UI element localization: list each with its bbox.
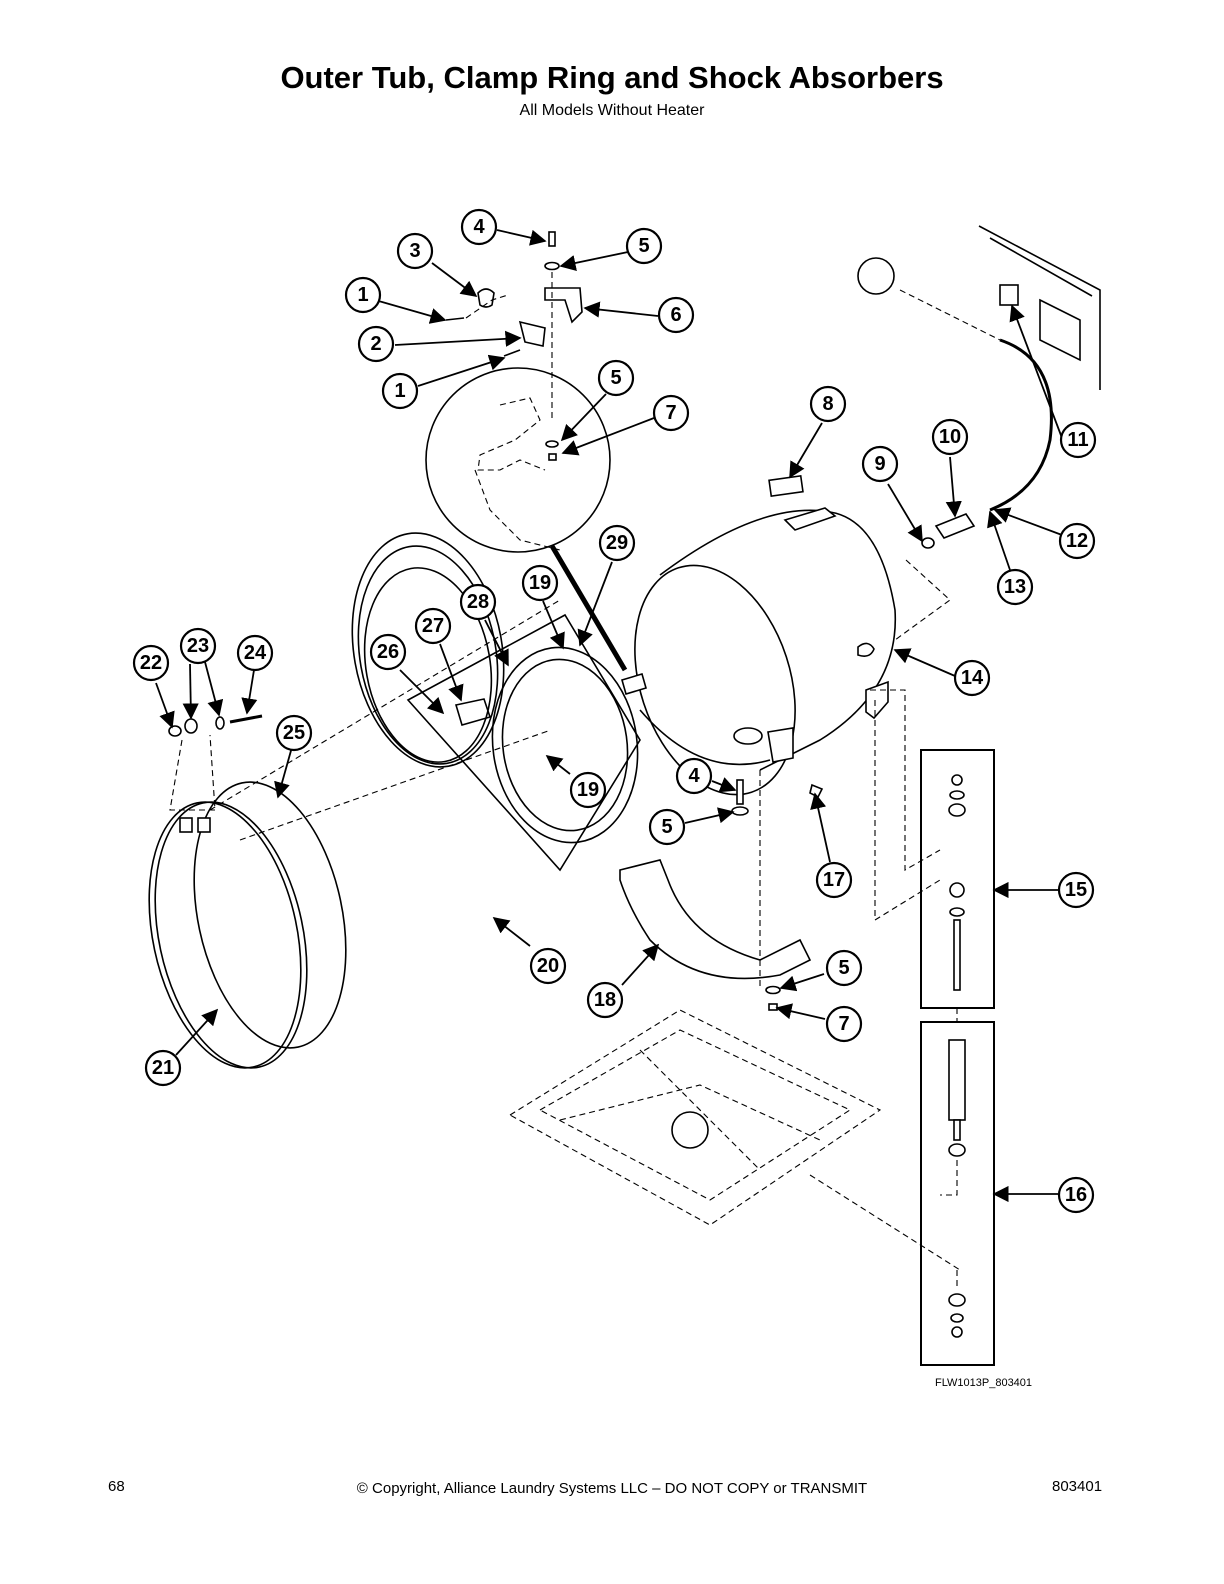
callout-12: 12 (1058, 522, 1096, 560)
callout-7: 7 (652, 394, 690, 432)
clamp-rings (148, 714, 347, 1069)
svg-text:25: 25 (283, 722, 305, 744)
pressure-hose-assembly (857, 225, 1101, 641)
callout-7: 7 (825, 1005, 863, 1043)
front-panel-assembly (209, 532, 641, 872)
svg-text:7: 7 (838, 1013, 849, 1035)
callout-4: 4 (675, 757, 713, 795)
callout-28: 28 (459, 583, 497, 621)
svg-text:4: 4 (473, 216, 485, 238)
svg-text:12: 12 (1066, 530, 1088, 552)
svg-text:27: 27 (422, 615, 444, 637)
figure-code: FLW1013P_803401 (935, 1377, 1033, 1389)
svg-text:3: 3 (409, 240, 420, 262)
svg-text:14: 14 (961, 667, 984, 689)
copyright-notice: © Copyright, Alliance Laundry Systems LL… (356, 1480, 868, 1497)
leader-lines (155, 229, 1063, 1203)
svg-text:1: 1 (394, 380, 405, 402)
svg-text:19: 19 (577, 779, 599, 801)
callout-11: 11 (1059, 421, 1097, 459)
svg-text:4: 4 (688, 765, 700, 787)
callout-8: 8 (809, 385, 847, 423)
svg-text:22: 22 (140, 652, 162, 674)
svg-text:18: 18 (594, 989, 616, 1011)
svg-text:16: 16 (1065, 1184, 1087, 1206)
callout-17: 17 (815, 861, 853, 899)
support-bracket (619, 770, 824, 1011)
svg-text:29: 29 (606, 532, 628, 554)
outer-tub (621, 474, 897, 796)
page-subtitle: All Models Without Heater (519, 102, 705, 119)
svg-text:9: 9 (874, 453, 885, 475)
callout-26: 26 (369, 633, 407, 671)
callout-2: 2 (357, 325, 395, 363)
svg-text:13: 13 (1004, 576, 1026, 598)
document-number: 803401 (1052, 1478, 1103, 1495)
svg-text:8: 8 (822, 393, 833, 415)
callout-9: 9 (861, 445, 899, 483)
svg-text:1: 1 (357, 284, 368, 306)
svg-text:7: 7 (665, 402, 676, 424)
callout-4: 4 (460, 208, 498, 246)
svg-text:24: 24 (244, 642, 267, 664)
callout-5: 5 (625, 227, 663, 265)
svg-text:21: 21 (152, 1057, 174, 1079)
svg-text:6: 6 (670, 304, 681, 326)
callout-25: 25 (275, 714, 313, 752)
callout-21: 21 (144, 1049, 182, 1087)
callout-18: 18 (586, 981, 624, 1019)
callout-15: 15 (1057, 871, 1095, 909)
svg-text:23: 23 (187, 635, 209, 657)
svg-text:19: 19 (529, 572, 551, 594)
callout-16: 16 (1057, 1176, 1095, 1214)
callout-6: 6 (657, 296, 695, 334)
page-number: 68 (108, 1478, 125, 1495)
callout-1: 1 (344, 276, 382, 314)
detail-magnifier-circle (425, 367, 628, 672)
callout-19: 19 (521, 564, 559, 602)
callout-5: 5 (597, 359, 635, 397)
shock-absorber-boxes (870, 689, 995, 1366)
callout-1: 1 (381, 372, 419, 410)
svg-text:28: 28 (467, 591, 489, 613)
page-title: Outer Tub, Clamp Ring and Shock Absorber… (280, 60, 944, 95)
svg-text:10: 10 (939, 426, 961, 448)
svg-text:5: 5 (638, 235, 649, 257)
callout-22: 22 (132, 644, 170, 682)
callout-13: 13 (996, 568, 1034, 606)
svg-text:17: 17 (823, 869, 845, 891)
callout-24: 24 (236, 634, 274, 672)
svg-text:2: 2 (370, 333, 381, 355)
svg-text:5: 5 (661, 816, 672, 838)
callout-19: 19 (569, 771, 607, 809)
callout-29: 29 (598, 524, 636, 562)
bracket-assembly (445, 231, 583, 420)
callout-10: 10 (931, 418, 969, 456)
callout-20: 20 (529, 947, 567, 985)
svg-text:15: 15 (1065, 879, 1087, 901)
svg-text:11: 11 (1067, 429, 1088, 451)
svg-text:26: 26 (377, 641, 399, 663)
callout-5: 5 (648, 808, 686, 846)
callout-23: 23 (179, 627, 217, 665)
callout-3: 3 (396, 232, 434, 270)
svg-text:5: 5 (610, 367, 621, 389)
callout-5: 5 (825, 949, 863, 987)
callout-14: 14 (953, 659, 991, 697)
callout-27: 27 (414, 607, 452, 645)
svg-text:20: 20 (537, 955, 559, 977)
svg-text:5: 5 (838, 957, 849, 979)
base-frame (508, 1009, 961, 1271)
